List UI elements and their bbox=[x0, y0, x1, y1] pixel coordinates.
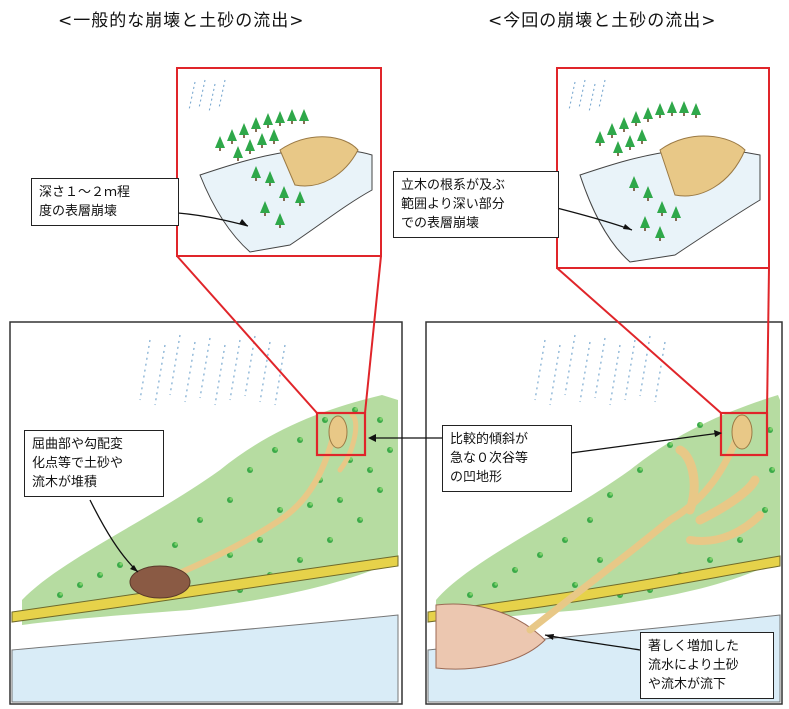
right-branch-a bbox=[675, 445, 699, 515]
left-river bbox=[11, 614, 399, 703]
callout-zero-order-valley: 比較的傾斜が 急な０次谷等 の凹地形 bbox=[442, 425, 572, 492]
left-road bbox=[11, 555, 399, 623]
right-source-scar bbox=[731, 414, 753, 450]
right-rain bbox=[534, 334, 666, 406]
right-branch-c bbox=[686, 511, 764, 545]
callout-deeper-than-roots: 立木の根系が及ぶ 範囲より深い部分 での表層崩壊 bbox=[393, 171, 559, 238]
left-rain bbox=[139, 334, 286, 406]
right-source-highlight bbox=[719, 411, 769, 457]
left-panel-title: <一般的な崩壊と土砂の流出> bbox=[58, 11, 305, 31]
left-source-highlight bbox=[315, 411, 367, 457]
left-debris-branch bbox=[337, 412, 359, 473]
right-inset-scar bbox=[659, 135, 746, 197]
right-road bbox=[427, 555, 781, 623]
left-source-scar bbox=[328, 415, 348, 449]
left-forest-slope bbox=[22, 395, 398, 625]
left-debris-channel bbox=[172, 427, 338, 578]
callout-deposition-point: 屈曲部や勾配変 化点等で土砂や 流木が堆積 bbox=[24, 430, 164, 497]
right-forest-slope bbox=[436, 395, 780, 625]
callout-debris-flow-down: 著しく増加した 流水により土砂 や流木が流下 bbox=[640, 632, 774, 699]
zoom-connectors bbox=[176, 255, 770, 414]
left-overview-panel bbox=[9, 321, 403, 705]
right-debris-channel bbox=[526, 426, 744, 634]
right-inset-zoom bbox=[556, 67, 770, 269]
left-inset-scar bbox=[279, 136, 359, 187]
left-inset-zoom bbox=[176, 67, 382, 257]
right-debris-fan bbox=[435, 603, 546, 670]
arrowheads bbox=[130, 219, 722, 640]
right-branch-b bbox=[695, 475, 760, 525]
right-panel-title: <今回の崩壊と土砂の流出> bbox=[488, 11, 717, 31]
callout-shallow-landslide: 深さ１～２ｍ程 度の表層崩壊 bbox=[31, 178, 179, 226]
left-debris-deposit bbox=[129, 565, 191, 599]
